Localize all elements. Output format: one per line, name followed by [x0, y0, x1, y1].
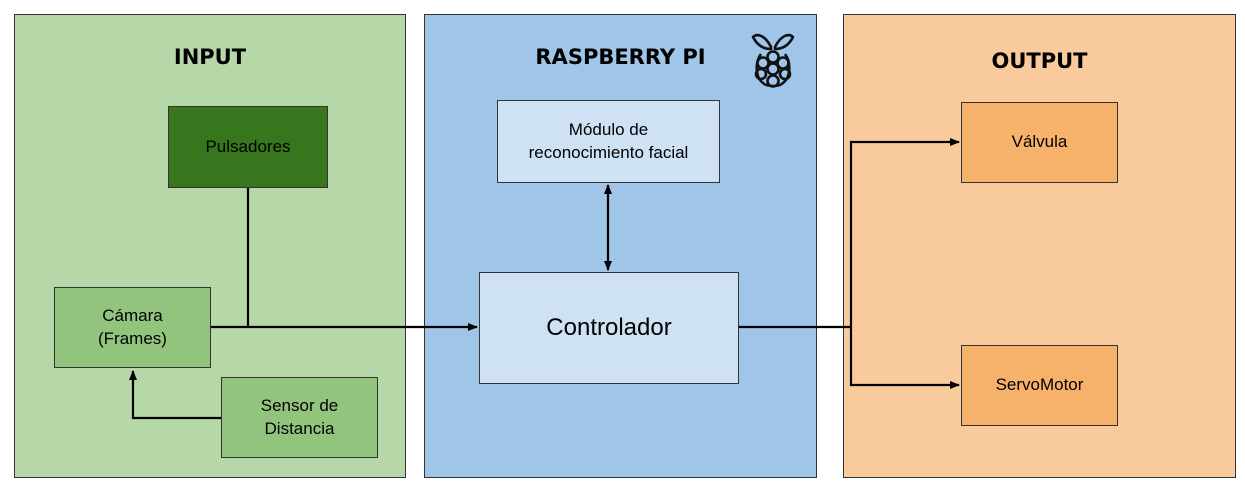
controlador-node: Controlador: [479, 272, 739, 384]
input-panel-title: INPUT: [173, 45, 247, 69]
sensor-de-distancia-node: Sensor de Distancia: [221, 377, 378, 458]
controlador-to-servomotor-arrow: [849, 327, 960, 389]
camara-node: Cámara (Frames): [54, 287, 211, 368]
controlador-to-valvula-arrow: [849, 138, 960, 327]
pulsadores-node: Pulsadores: [168, 106, 328, 188]
valvula-node: Válvula: [961, 102, 1118, 183]
servomotor-node: ServoMotor: [961, 345, 1118, 426]
input-panel: INPUT: [14, 14, 406, 478]
modulo-reconocimiento-facial-node: Módulo de reconocimiento facial: [497, 100, 720, 183]
sensor-to-camara-arrow: [129, 370, 221, 420]
raspberry-pi-panel-title: RASPBERRY PI: [535, 45, 706, 69]
raspberry-pi-icon: [751, 33, 795, 88]
raspberry-pi-panel: RASPBERRY PI: [424, 14, 817, 478]
output-panel-title: OUTPUT: [991, 49, 1088, 73]
